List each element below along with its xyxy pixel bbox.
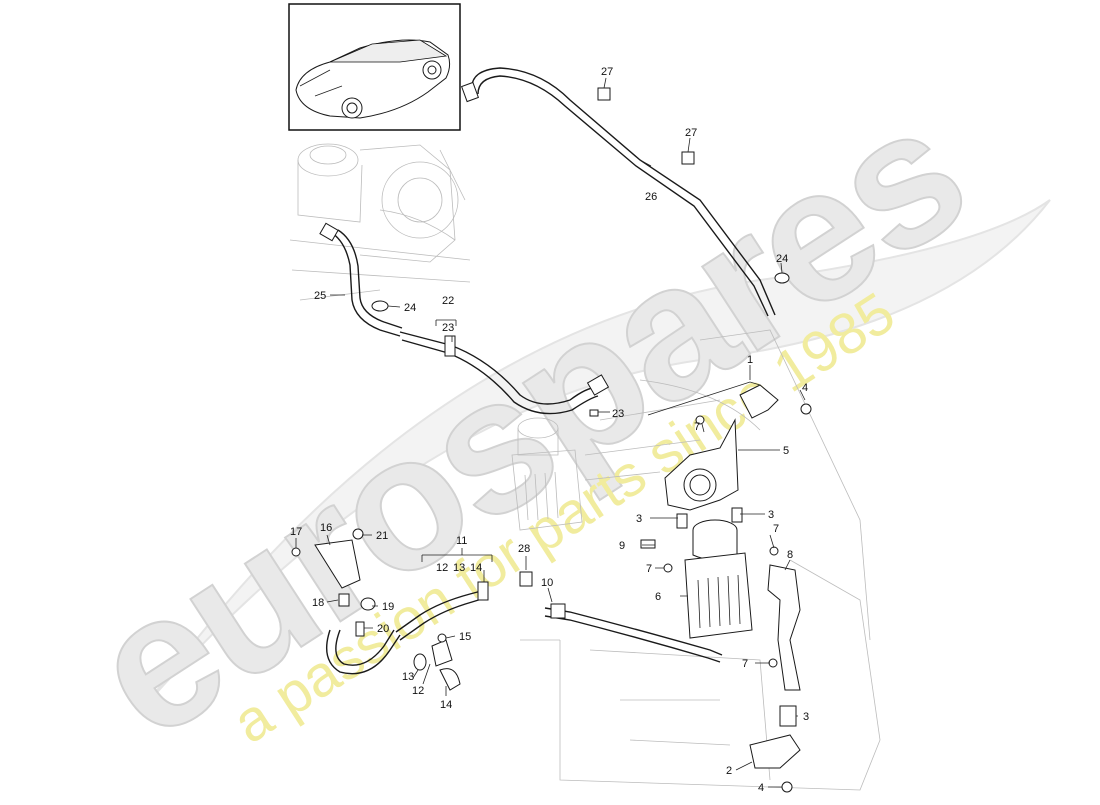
callout-26: 26 [645,191,657,203]
callout-16: 16 [320,522,332,534]
vehicle-thumbnail [288,3,461,131]
callout-labels: 27 27 26 24 25 24 22 23 23 1 4 7 5 3 3 7… [290,66,809,794]
callout-23: 23 [442,322,454,334]
callout-9: 9 [619,540,625,552]
callout-4: 4 [802,382,808,394]
components [291,87,812,793]
callout-20: 20 [377,623,389,635]
callout-24: 24 [404,302,416,314]
callout-17: 17 [290,526,302,538]
callout-2: 2 [726,765,732,777]
leader-lines [295,77,806,788]
callout-7: 7 [646,563,652,575]
background-engine-bay [289,143,881,791]
callout-27: 27 [601,66,613,78]
callout-5: 5 [783,445,789,457]
callout-7: 7 [773,523,779,535]
watermark-brand: eurospares [57,65,998,779]
callout-12: 12 [436,562,448,574]
callout-11: 11 [456,535,467,547]
callout-14: 14 [470,562,482,574]
callout-14: 14 [440,699,452,711]
callout-19: 19 [382,601,394,613]
callout-24: 24 [776,253,788,265]
callout-7: 7 [742,658,748,670]
callout-21: 21 [376,530,388,542]
callout-3: 3 [768,509,774,521]
callout-28: 28 [518,543,530,555]
callout-23: 23 [612,408,624,420]
callout-12: 12 [412,685,424,697]
callout-3: 3 [636,513,642,525]
callout-10: 10 [541,577,553,589]
callout-18: 18 [312,597,324,609]
pump-ghost [511,417,583,531]
callout-13: 13 [453,562,465,574]
callout-13: 13 [402,671,414,683]
watermark: eurospares a passion for parts since 198… [56,64,1051,780]
callout-4: 4 [758,782,764,794]
callout-1: 1 [747,354,753,366]
hydraulic-lines [319,67,776,675]
callout-3: 3 [803,711,809,723]
callout-27: 27 [685,127,697,139]
callout-8: 8 [787,549,793,561]
callout-25: 25 [314,290,326,302]
callout-15: 15 [459,631,471,643]
callout-6: 6 [655,591,661,603]
callout-7: 7 [694,421,700,433]
callout-22: 22 [442,295,454,307]
